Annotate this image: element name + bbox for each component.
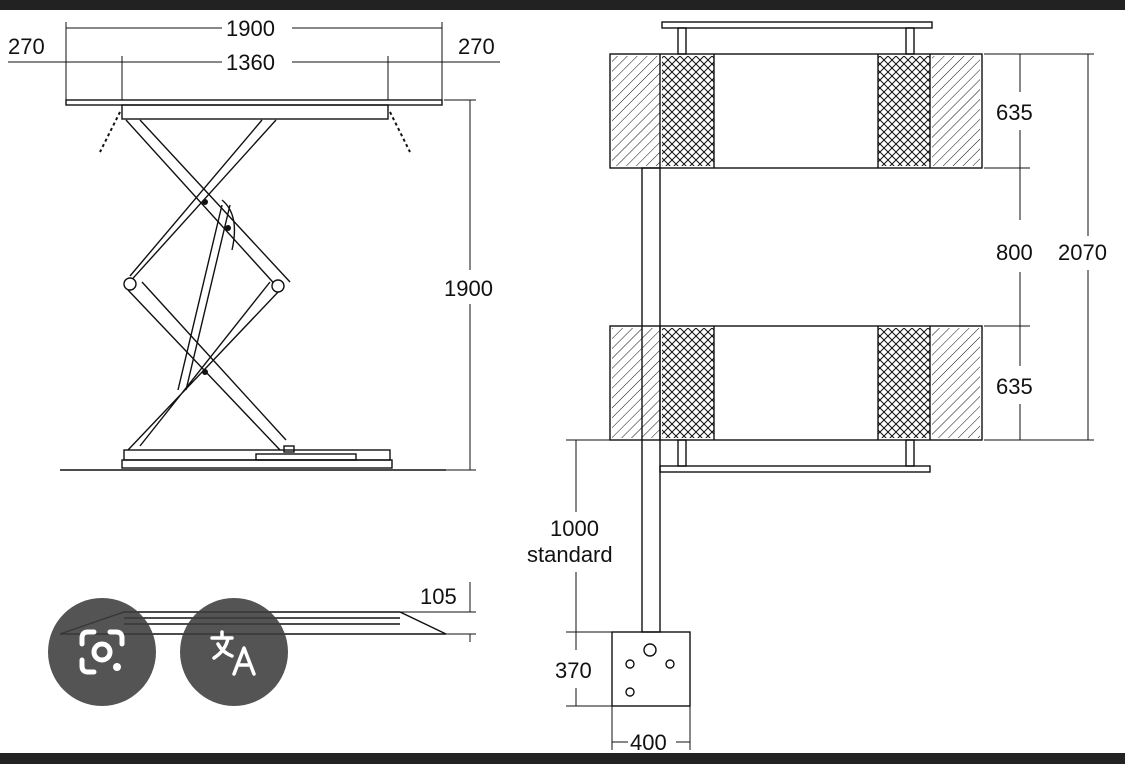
dim-left-overhang: 270 [8, 34, 45, 59]
top-frame-bar [0, 0, 1125, 10]
dim-inner-width: 1360 [226, 50, 275, 75]
translate-button[interactable] [180, 598, 288, 706]
lift-top-view: 635 800 635 2070 1000 standard 370 400 [527, 21, 1107, 755]
dim-standard-label: standard [527, 542, 613, 567]
dim-max-height: 1900 [444, 276, 493, 301]
google-lens-icon [79, 629, 125, 675]
google-lens-button[interactable] [48, 598, 156, 706]
dim-overall-width: 1900 [226, 16, 275, 41]
translate-icon [210, 630, 256, 676]
scissor-lift-side-view: 1900 270 1360 270 [8, 16, 500, 642]
bottom-frame-bar [0, 753, 1125, 764]
dim-gap: 800 [996, 240, 1033, 265]
dim-right-overhang: 270 [458, 34, 495, 59]
dim-platform-length-bottom: 635 [996, 374, 1033, 399]
dim-base-height-right: 370 [555, 658, 592, 683]
dim-base-height: 105 [420, 584, 457, 609]
dim-standard-height: 1000 [550, 516, 599, 541]
dim-overall-length: 2070 [1058, 240, 1107, 265]
dim-base-width: 400 [630, 730, 667, 755]
dim-platform-length-top: 635 [996, 100, 1033, 125]
